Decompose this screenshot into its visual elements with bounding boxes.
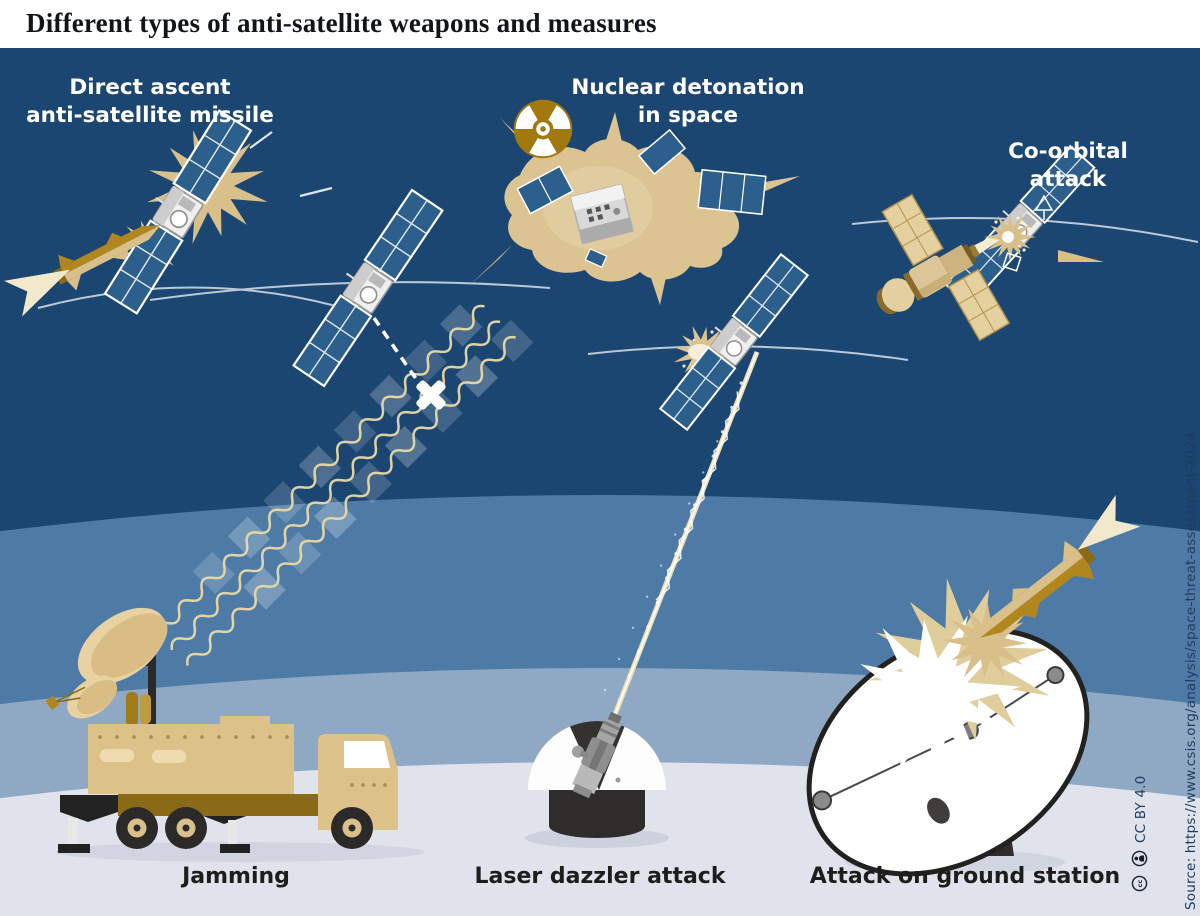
ground-station-scene [806, 495, 1141, 877]
label-co-orbital: Co-orbital attack [1008, 139, 1128, 192]
chassis [118, 794, 348, 816]
targeting-dashed-line [372, 317, 423, 387]
box-slot [100, 749, 134, 762]
broken-satellite-body [570, 183, 634, 245]
laser-beam [603, 351, 760, 723]
label-direct-ascent: Direct ascent anti-satellite missile [26, 75, 274, 128]
sparkles [682, 330, 714, 368]
truck-wheels [116, 807, 373, 849]
direct-ascent-scene [3, 107, 333, 317]
laser-emitter [571, 711, 623, 799]
rivets [98, 735, 289, 739]
truck-dish-large [77, 607, 168, 685]
cc-icon: cc [1131, 875, 1148, 892]
kill-marker-x [416, 380, 446, 410]
speed-lines [249, 131, 333, 198]
attacker-spacecraft [876, 193, 1016, 342]
license-credit: cc CC BY 4.0 [1131, 776, 1149, 892]
title-bar: Different types of anti-satellite weapon… [0, 0, 1200, 48]
label-nuclear-detonation: Nuclear detonation in space [571, 75, 805, 128]
box-slot [152, 750, 186, 763]
attribution-icon [1131, 851, 1148, 867]
label-jamming: Jamming [182, 864, 290, 889]
source-credit: Source: https://www.csis.org/analysis/sp… [1183, 432, 1199, 910]
jamming-scene [45, 186, 534, 862]
antenna-mast [148, 646, 156, 746]
jammer-truck [45, 607, 398, 853]
equipment-drum [126, 692, 138, 726]
jamming-signal-beam [151, 301, 534, 671]
laser-target-satellite [652, 247, 810, 432]
co-orbital-scene [876, 139, 1104, 342]
svg-text:cc: cc [1136, 880, 1144, 888]
nuclear-detonation-scene [470, 99, 800, 305]
laser-dazzler-scene [525, 247, 810, 848]
radiation-icon [512, 99, 574, 159]
page-title: Different types of anti-satellite weapon… [26, 8, 657, 38]
label-laser-dazzler: Laser dazzler attack [474, 864, 726, 889]
equipment-drum [140, 694, 151, 724]
roof-hatch [220, 716, 270, 726]
truck-cab [318, 734, 398, 830]
impact-flash [1002, 231, 1014, 243]
debris-spike [1058, 250, 1104, 262]
label-ground-station: Attack on ground station [809, 864, 1121, 889]
satellite-fragments [516, 128, 767, 268]
antenna-icon [1002, 194, 1054, 272]
truck-dish-small [45, 675, 118, 719]
sparkles [994, 216, 1026, 252]
